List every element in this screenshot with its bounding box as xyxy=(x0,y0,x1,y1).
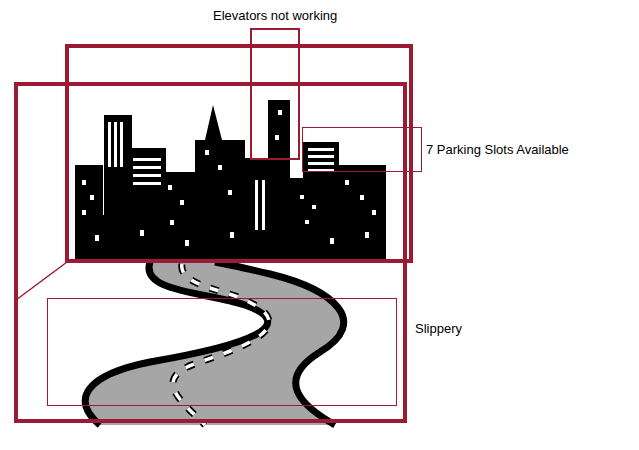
callout-label: Elevators not working xyxy=(213,8,337,23)
callout-label: Slippery xyxy=(415,321,462,336)
skyline xyxy=(75,100,386,262)
callout-label: 7 Parking Slots Available xyxy=(426,142,569,157)
callout-box: Elevators not working xyxy=(250,28,300,160)
windows xyxy=(82,110,376,246)
frames xyxy=(16,46,411,421)
callout-box: 7 Parking Slots Available xyxy=(302,127,422,172)
road xyxy=(85,262,344,425)
callout-box: Slippery xyxy=(47,298,397,406)
